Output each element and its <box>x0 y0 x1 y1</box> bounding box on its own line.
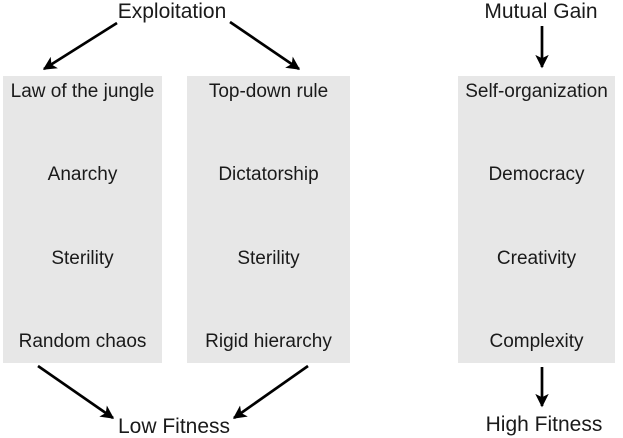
label-high-fitness: High Fitness <box>485 413 603 436</box>
label-low-fitness: Low Fitness <box>117 415 231 438</box>
label-mutual-gain: Mutual Gain <box>484 0 598 23</box>
box-item-creativity: Creativity <box>496 247 577 269</box>
arrow-exploitation-to-top-down-rule <box>229 20 301 71</box>
arrow-top-down-rule-to-low-fitness <box>232 364 309 420</box>
box-item-sterility-left: Sterility <box>51 247 114 269</box>
box-item-sterility-middle: Sterility <box>237 247 300 269</box>
box-item-dictatorship: Dictatorship <box>218 164 319 186</box>
label-exploitation: Exploitation <box>117 0 227 23</box>
box-top-down-rule: Top-down rule Dictatorship Sterility Rig… <box>187 76 350 363</box>
box-item-anarchy: Anarchy <box>47 164 118 186</box>
box-self-organization: Self-organization Democracy Creativity C… <box>458 76 615 363</box>
box-item-self-organization: Self-organization <box>465 81 608 102</box>
box-item-random-chaos: Random chaos <box>18 330 147 352</box>
box-item-complexity: Complexity <box>489 330 584 352</box>
box-item-top-down-rule: Top-down rule <box>208 81 329 102</box>
arrow-exploitation-to-law-of-the-jungle <box>42 21 118 71</box>
box-item-rigid-hierarchy: Rigid hierarchy <box>205 330 332 352</box>
box-item-democracy: Democracy <box>488 164 585 186</box>
box-item-law-of-the-jungle: Law of the jungle <box>10 81 155 102</box>
arrow-law-of-the-jungle-to-low-fitness <box>37 364 115 420</box>
box-law-of-the-jungle: Law of the jungle Anarchy Sterility Rand… <box>3 76 162 363</box>
